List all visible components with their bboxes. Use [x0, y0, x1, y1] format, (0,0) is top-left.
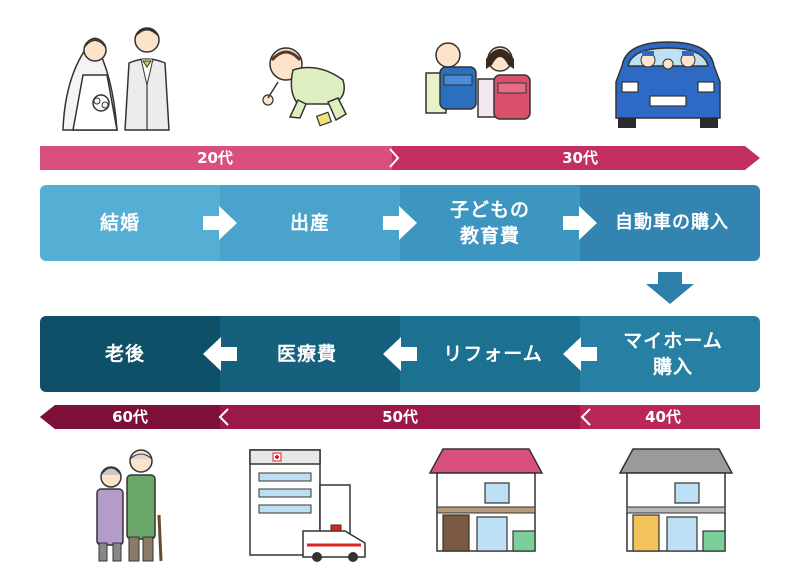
age-label-60s: 60代 [112, 408, 148, 426]
elderly-couple-icon [96, 449, 163, 562]
stage-cell [400, 185, 580, 261]
stage-renovation: リフォーム [443, 343, 543, 365]
gray-roof-house-icon [618, 448, 734, 552]
pink-roof-house-icon [428, 448, 544, 552]
left-arrow-icon [563, 337, 597, 371]
age-label-40s: 40代 [645, 408, 681, 426]
stage-cell [580, 316, 760, 392]
stage-cell [400, 316, 580, 392]
age-band-20s-30s [40, 146, 760, 170]
hospital-ambulance-icon [249, 449, 366, 562]
stage-childbirth: 出産 [289, 212, 330, 234]
schoolchildren-icon [425, 42, 531, 120]
left-arrow-icon [203, 337, 237, 371]
family-car-icon [615, 41, 721, 128]
stage-cell [40, 185, 220, 261]
right-arrow-icon [563, 206, 597, 240]
crawling-baby-icon [262, 47, 347, 127]
stage-cell [220, 316, 400, 392]
stage-marriage: 結婚 [99, 212, 140, 234]
stage-cell [220, 185, 400, 261]
stage-medical-cost: 医療費 [276, 343, 337, 365]
left-arrow-icon [383, 337, 417, 371]
stage-car-purchase: 自動車の購入 [615, 212, 729, 233]
age-label-20s: 20代 [197, 149, 233, 167]
age-label-30s: 30代 [562, 149, 598, 167]
stage-education-cost: 子どもの 教育費 [449, 199, 530, 247]
stage-row-1 [40, 185, 760, 261]
stage-retirement: 老後 [104, 343, 145, 365]
age-band-40s-60s [40, 405, 760, 429]
stage-cell [40, 316, 220, 392]
stage-row-2 [40, 316, 760, 392]
right-arrow-icon [203, 206, 237, 240]
down-arrow-icon [646, 272, 694, 304]
stage-home-purchase: マイホーム 購入 [623, 330, 723, 378]
wedding-couple-icon [62, 27, 170, 131]
age-label-50s: 50代 [382, 408, 418, 426]
stage-cell [580, 185, 760, 261]
right-arrow-icon [383, 206, 417, 240]
